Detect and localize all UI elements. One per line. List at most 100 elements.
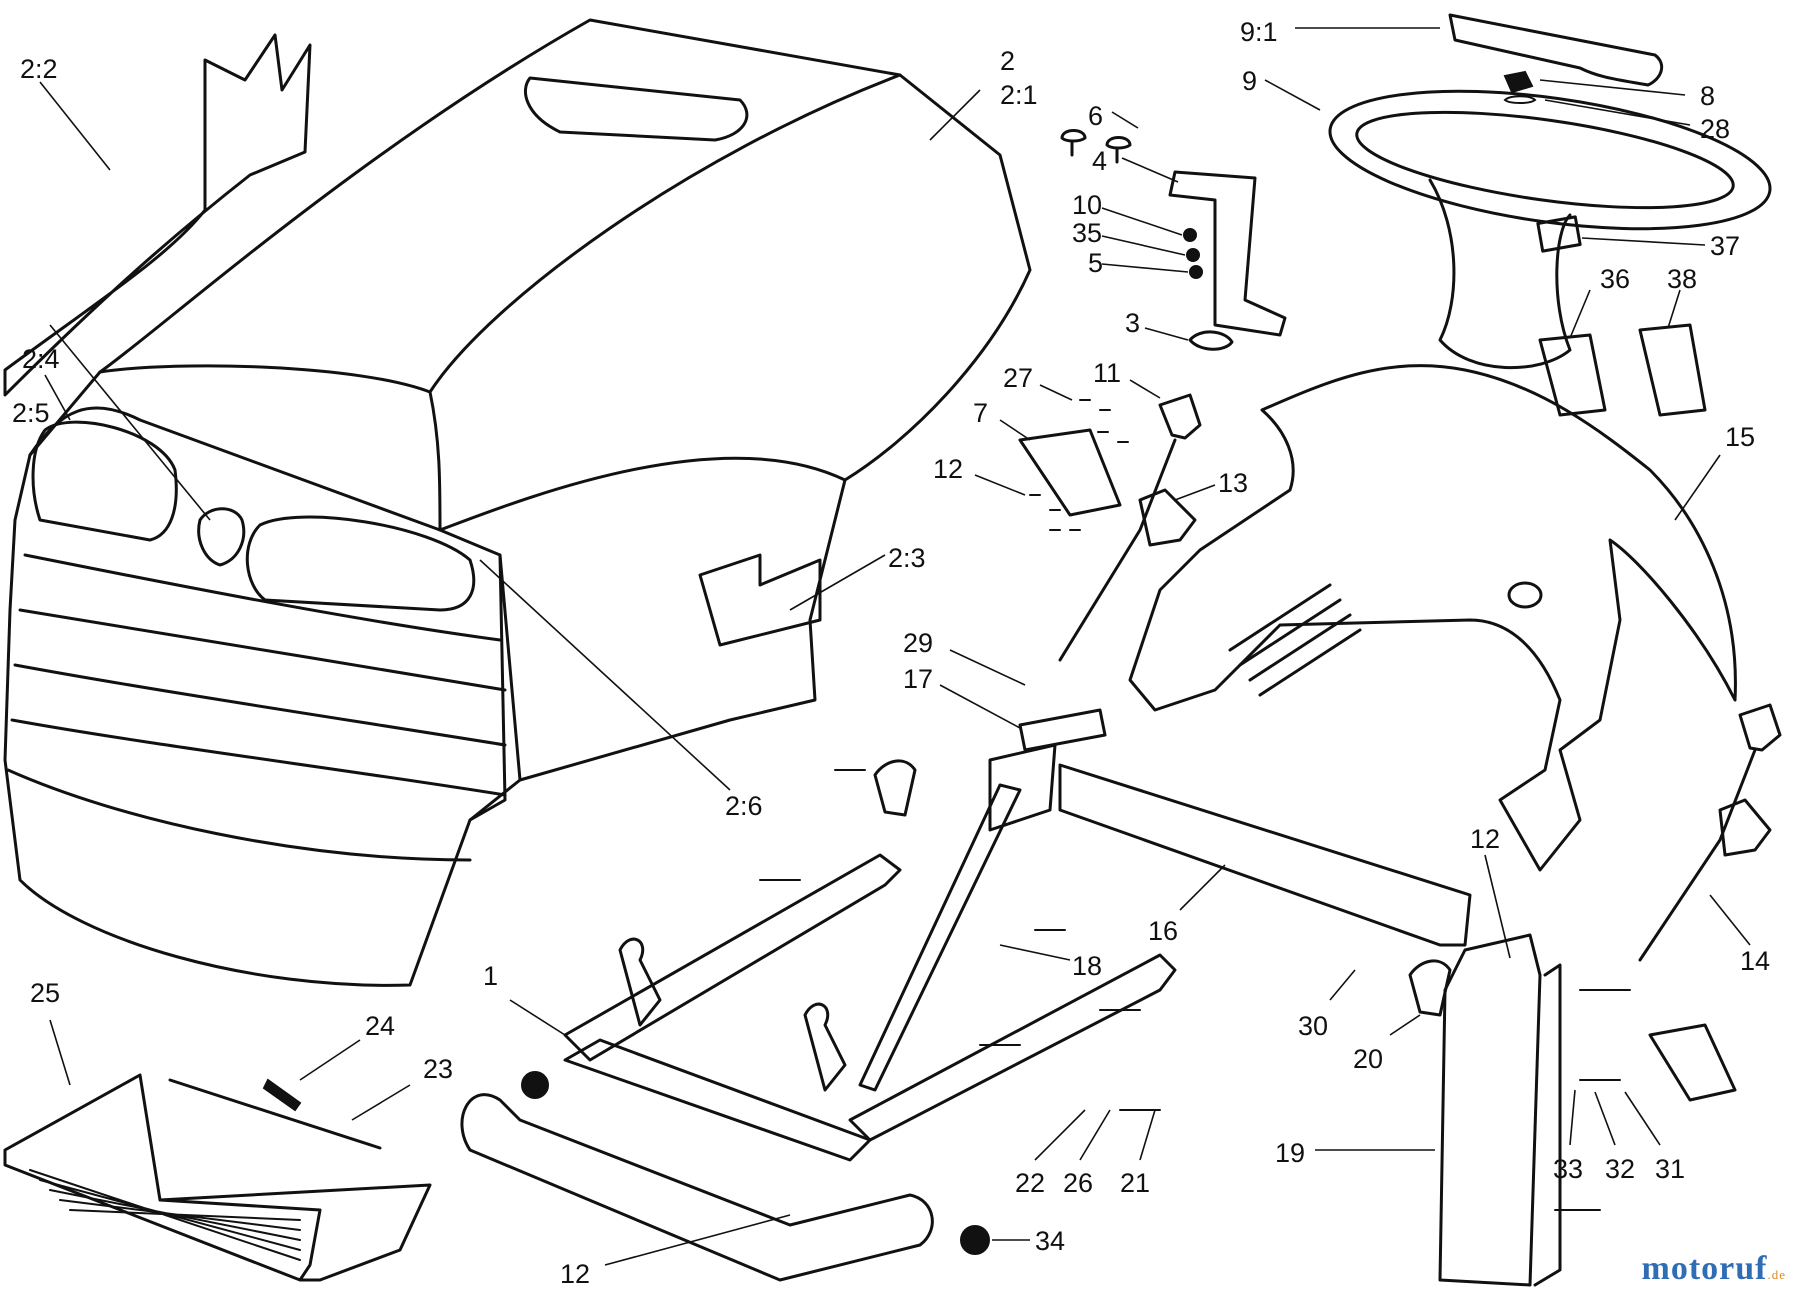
steering-column-cover	[1428, 178, 1572, 370]
decal-36	[1538, 333, 1607, 417]
leader-7	[999, 419, 1031, 441]
leader-5	[1101, 263, 1189, 273]
leader-2-1	[929, 89, 981, 141]
callout-13: 13	[1218, 468, 1248, 498]
decal-38	[1638, 323, 1707, 417]
callout-12c: 12	[560, 1259, 590, 1289]
callout-15: 15	[1725, 422, 1755, 452]
hook-left	[618, 937, 662, 1027]
dash-panel-15	[1128, 364, 1737, 872]
bumper-12	[460, 1093, 934, 1282]
lever-14-bracket	[1718, 798, 1772, 857]
leader-2-5	[44, 374, 71, 421]
leader-3	[1144, 327, 1189, 341]
decal-37	[1536, 215, 1582, 253]
nut-10	[1183, 228, 1197, 242]
callout-8: 8	[1700, 81, 1715, 111]
grille-assembly	[3, 1073, 432, 1282]
leader-2-2	[39, 81, 111, 171]
dash-hole	[1507, 581, 1543, 609]
cross-member-16	[1058, 763, 1472, 947]
plate-17	[1018, 708, 1107, 752]
callout-33: 33	[1553, 1154, 1583, 1184]
callout-7: 7	[973, 398, 988, 428]
callout-labels: 2:2 2 2:1 2:4 2:5 2:3 2:6 9:1 9 8 28 6 4…	[12, 17, 1770, 1289]
callout-20: 20	[1353, 1044, 1383, 1074]
leader-9	[1264, 79, 1321, 111]
leader-31	[1624, 1091, 1661, 1146]
callout-26: 26	[1063, 1168, 1093, 1198]
grille-bar-1	[23, 553, 502, 642]
leader-13	[1174, 484, 1216, 501]
callout-29: 29	[903, 628, 933, 658]
leader-12a	[974, 474, 1026, 496]
leader-1	[509, 999, 566, 1036]
leader-32	[1594, 1091, 1616, 1146]
grille-bar-2	[18, 608, 507, 692]
frame-base	[563, 1038, 872, 1162]
plate-7	[1018, 428, 1122, 517]
callout-30: 30	[1298, 1011, 1328, 1041]
hood-air-scoop	[524, 76, 749, 142]
watermark-logo: motoruf.de	[1642, 1250, 1787, 1288]
hood-decal-2-2	[3, 33, 312, 397]
grille-bar-3	[13, 663, 507, 747]
dash-panel-assembly	[1128, 364, 1737, 872]
leader-21	[1139, 1109, 1156, 1161]
leader-17	[939, 684, 1021, 729]
callout-2-3: 2:3	[888, 543, 926, 573]
headlight-left	[31, 420, 178, 542]
bolts-frame	[759, 769, 1161, 1111]
knob-14	[1738, 703, 1782, 752]
callout-9: 9	[1242, 66, 1257, 96]
grille-25	[3, 1073, 432, 1282]
rod-23	[168, 1078, 382, 1150]
leader-22	[1034, 1109, 1086, 1161]
leader-11	[1129, 379, 1161, 399]
callout-2-4: 2:4	[22, 344, 60, 374]
callout-38: 38	[1667, 264, 1697, 294]
callout-23: 23	[423, 1054, 453, 1084]
support-rail-1	[563, 853, 902, 1062]
leader-8	[1539, 79, 1686, 96]
lever-14-assembly	[1638, 703, 1782, 962]
grille-25-slats	[29, 1169, 301, 1261]
callout-19: 19	[1275, 1138, 1305, 1168]
knob-6b	[1105, 136, 1132, 164]
hood-front-face	[28, 406, 507, 822]
lever-13	[1058, 438, 1177, 662]
hook-right	[803, 1002, 847, 1092]
hood-top-ridge	[98, 73, 902, 394]
knob-11	[1158, 393, 1202, 440]
nuts-12a	[1029, 494, 1081, 531]
hood-crown	[428, 390, 847, 532]
watermark-suffix: .de	[1767, 1267, 1786, 1282]
callout-2-6: 2:6	[725, 791, 763, 821]
side-bracket-20	[1408, 959, 1452, 1017]
hood-lower-lip	[6, 768, 472, 862]
callout-21: 21	[1120, 1168, 1150, 1198]
leader-2-3	[789, 554, 886, 611]
callout-37: 37	[1710, 231, 1740, 261]
leader-4	[1121, 157, 1179, 183]
callout-4: 4	[1092, 146, 1107, 176]
frame-assembly	[460, 708, 1737, 1287]
callout-9-1: 9:1	[1240, 17, 1278, 47]
callout-12b: 12	[1470, 824, 1500, 854]
leader-36	[1569, 289, 1591, 339]
support-rail-2	[848, 953, 1177, 1142]
hood-shell-outline	[3, 18, 1032, 987]
leader-29	[949, 649, 1026, 686]
washer-28	[1503, 95, 1537, 104]
frame-upright-18	[858, 783, 1022, 1092]
callout-18: 18	[1072, 951, 1102, 981]
leader-12c	[604, 1214, 791, 1266]
callout-12a: 12	[933, 454, 963, 484]
leader-2-4	[49, 324, 211, 521]
leader-27	[1039, 384, 1073, 401]
headlight-right	[245, 515, 476, 612]
nut-5	[1189, 265, 1203, 279]
leader-37	[1581, 237, 1706, 246]
bushing-12-left	[521, 1071, 549, 1099]
dash-vent	[1228, 583, 1362, 697]
